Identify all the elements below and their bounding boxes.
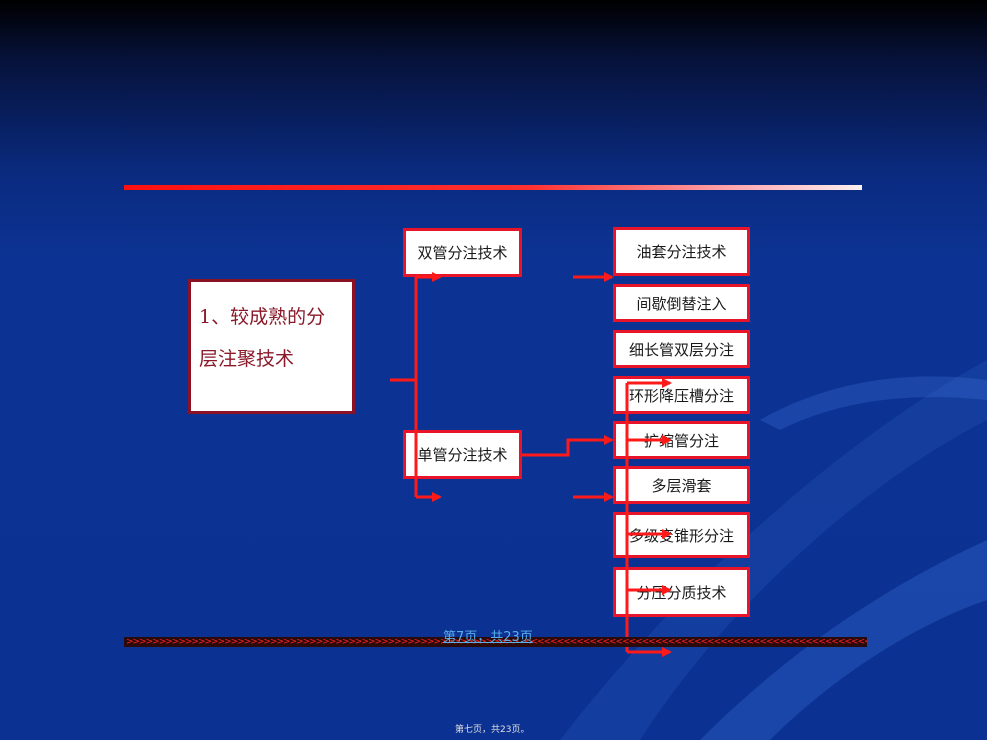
main-topic-line-1: 1、较成熟的分: [199, 306, 326, 328]
title-divider-line: [124, 185, 862, 190]
main-topic-box: 1、较成熟的分 层注聚技术: [188, 279, 355, 414]
chevron-right-pattern-icon: >>>>>>>>>>>>>>>>>>>>>>>>>>>>>>>>>>>>>>>>…: [126, 637, 519, 647]
technique-box: 多级变锥形分注: [613, 512, 750, 558]
technique-label: 细长管双层分注: [628, 340, 734, 359]
category-box-dual-tube: 双管分注技术: [403, 228, 522, 277]
technique-label: 多级变锥形分注: [628, 526, 734, 545]
technique-box: 间歇倒替注入: [613, 284, 750, 322]
technique-box: 环形降压槽分注: [613, 376, 750, 414]
category-label-single-tube: 单管分注技术: [417, 446, 508, 464]
technique-label: 扩缩管分注: [643, 431, 719, 450]
category-box-single-tube: 单管分注技术: [403, 430, 522, 479]
technique-label: 分压分质技术: [636, 583, 727, 602]
technique-label: 油套分注技术: [636, 243, 727, 261]
technique-box: 扩缩管分注: [613, 421, 750, 459]
technique-box: 油套分注技术: [613, 227, 750, 276]
technique-label: 环形降压槽分注: [628, 386, 734, 405]
technique-box: 分压分质技术: [613, 567, 750, 617]
technique-box: 多层滑套: [613, 466, 750, 504]
chevron-divider-bar: >>>>>>>>>>>>>>>>>>>>>>>>>>>>>>>>>>>>>>>>…: [124, 637, 867, 647]
page-number-link[interactable]: 第7页，共23页: [443, 630, 533, 645]
category-label-dual-tube: 双管分注技术: [417, 244, 508, 262]
technique-label: 间歇倒替注入: [636, 294, 727, 313]
footer-page-text: 第七页，共23页。: [455, 725, 530, 735]
main-topic-line-2: 层注聚技术: [199, 348, 295, 370]
technique-box: 细长管双层分注: [613, 330, 750, 368]
technique-label: 多层滑套: [651, 476, 712, 495]
chevron-left-pattern-icon: <<<<<<<<<<<<<<<<<<<<<<<<<<<<<<<<<<<<<<<<…: [524, 637, 867, 647]
